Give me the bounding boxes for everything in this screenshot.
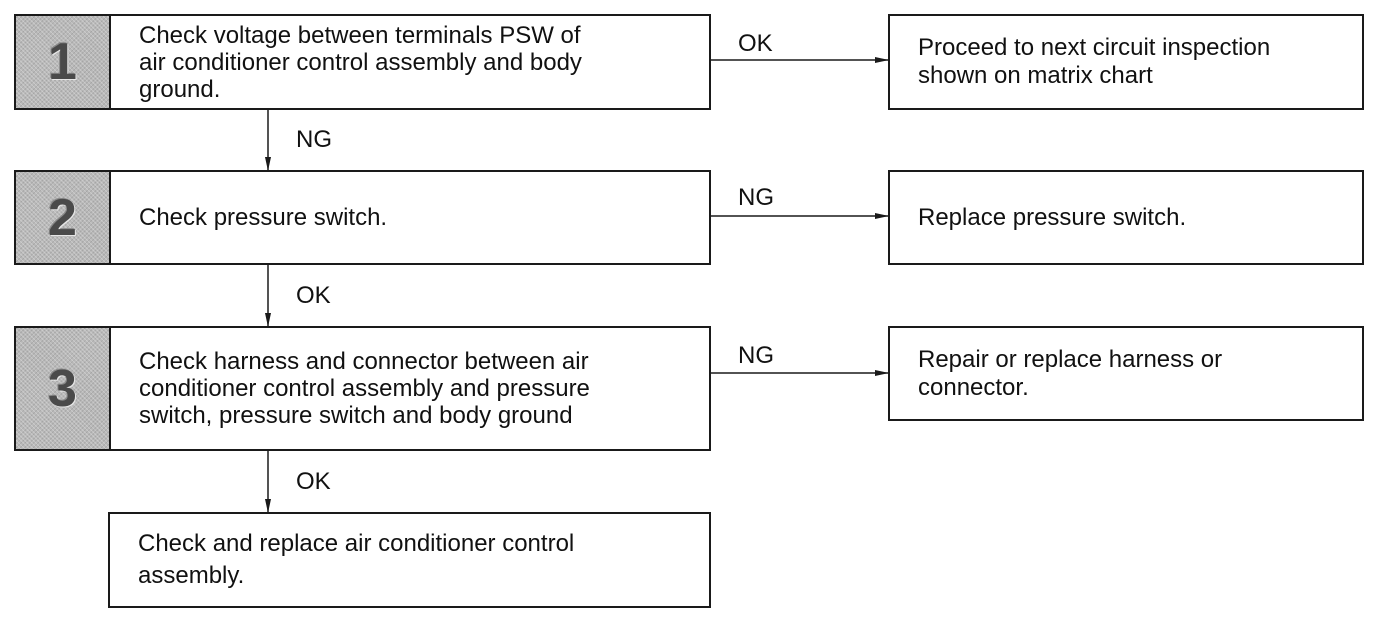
step-1-number: 1 bbox=[16, 16, 111, 108]
step1-down-branch-label: NG bbox=[296, 126, 332, 153]
step-1-text: Check voltage between terminals PSW of a… bbox=[139, 21, 582, 103]
result-2-box: Replace pressure switch. bbox=[888, 170, 1364, 265]
step-2-box: 2 Check pressure switch. bbox=[14, 170, 711, 265]
step-1-box: 1 Check voltage between terminals PSW of… bbox=[14, 14, 711, 110]
step-2-number: 2 bbox=[16, 172, 111, 263]
result-3-box: Repair or replace harness or connector. bbox=[888, 326, 1364, 421]
step1-right-branch-label: OK bbox=[738, 30, 773, 57]
step3-right-branch-label: NG bbox=[738, 342, 774, 369]
result-1-box: Proceed to next circuit inspection shown… bbox=[888, 14, 1364, 110]
step-3-text: Check harness and connector between air … bbox=[139, 348, 590, 429]
step-3-number: 3 bbox=[16, 328, 111, 449]
step3-down-branch-label: OK bbox=[296, 468, 331, 495]
step2-down-branch-label: OK bbox=[296, 282, 331, 309]
final-action-box: Check and replace air conditioner contro… bbox=[108, 512, 711, 608]
step-2-text: Check pressure switch. bbox=[139, 204, 388, 231]
step-3-box: 3 Check harness and connector between ai… bbox=[14, 326, 711, 451]
step2-right-branch-label: NG bbox=[738, 184, 774, 211]
